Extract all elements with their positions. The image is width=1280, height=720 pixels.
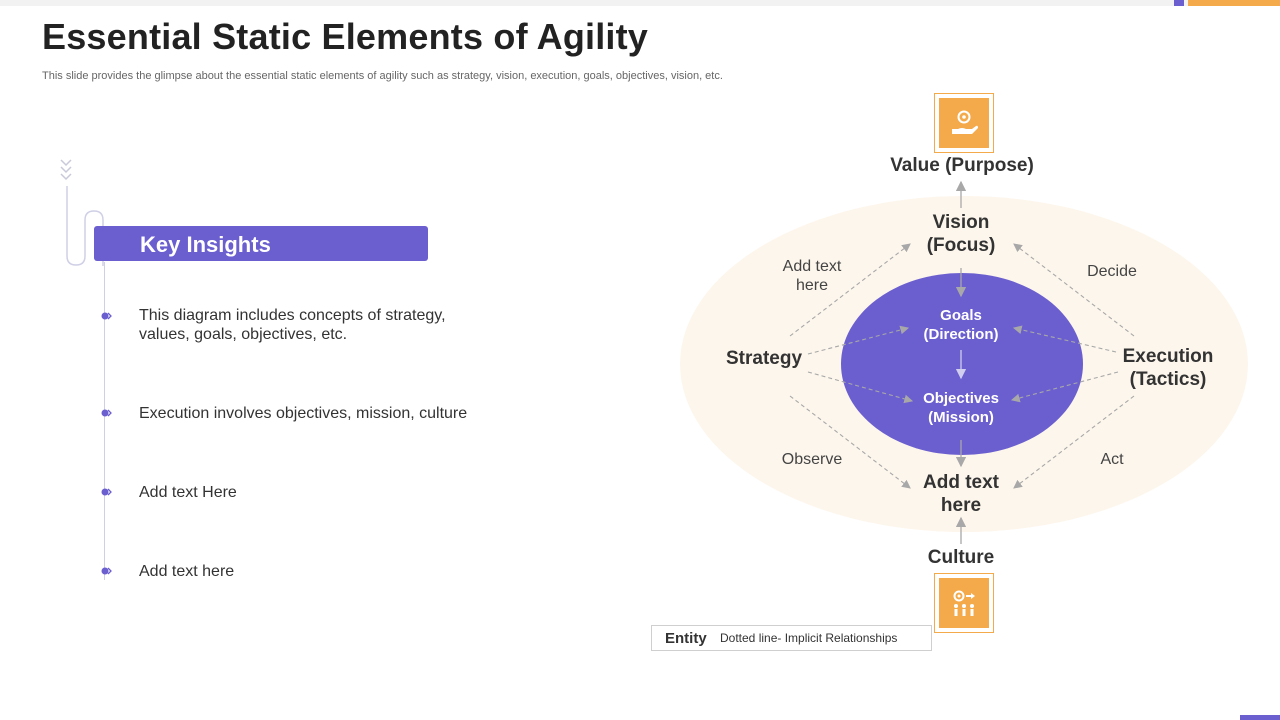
people-gear-icon <box>953 590 975 616</box>
legend: Entity Dotted line- Implicit Relationshi… <box>651 625 932 651</box>
arrow-execution-to-goals <box>1012 325 1117 353</box>
bottom-accent <box>1240 715 1280 720</box>
legend-entity: Entity <box>665 630 707 647</box>
arrow-strategy-to-vision <box>789 243 911 337</box>
hand-coin-icon <box>952 110 978 134</box>
execution-label: Execution (Tactics) <box>1122 346 1214 390</box>
goals-label: Goals (Direction) <box>923 307 999 343</box>
insight-item: Add text here <box>139 563 235 580</box>
chevron-down-icon <box>60 159 72 181</box>
objectives-label: Objectives (Mission) <box>923 390 999 426</box>
arrow-execution-to-bottom <box>1013 395 1135 489</box>
legend-description: Dotted line- Implicit Relationships <box>720 631 898 645</box>
edge-label-decide: Decide <box>1087 263 1137 280</box>
key-insights-title: Key Insights <box>140 232 271 257</box>
edge-label-observe: Observe <box>781 451 843 468</box>
arrow-strategy-to-objectives <box>807 371 914 404</box>
bullet-icon <box>101 409 112 417</box>
inner-ellipse <box>841 273 1083 455</box>
value-purpose-label: Value (Purpose) <box>890 155 1034 176</box>
edge-label-act: Act <box>1100 451 1124 468</box>
top-bar <box>0 0 1280 6</box>
bullet-icon <box>101 567 112 575</box>
top-accent-purple <box>1174 0 1184 6</box>
bottom-node-label: Add text here <box>923 472 999 516</box>
arrow-execution-to-objectives <box>1010 371 1119 403</box>
top-accent-orange <box>1188 0 1280 6</box>
insight-item: This diagram includes concepts of strate… <box>139 307 446 343</box>
arrow-execution-to-vision <box>1013 243 1135 337</box>
insight-item: Add text Here <box>139 484 237 501</box>
strategy-label: Strategy <box>725 348 803 369</box>
timeline-line <box>104 262 105 580</box>
arrow-strategy-to-bottom <box>789 395 911 489</box>
culture-icon-box <box>934 573 994 633</box>
timeline-hook <box>66 186 104 266</box>
bullet-icon <box>101 488 112 496</box>
value-icon-box <box>934 93 994 153</box>
insight-item: Execution involves objectives, mission, … <box>139 405 468 422</box>
key-insights-header: Key Insights <box>94 226 428 261</box>
page-title: Essential Static Elements of Agility <box>42 16 649 57</box>
vision-label: Vision (Focus) <box>926 212 996 256</box>
bullet-icon <box>101 312 112 320</box>
arrow-strategy-to-goals <box>807 325 910 355</box>
culture-label: Culture <box>927 547 995 568</box>
page-subtitle: This slide provides the glimpse about th… <box>42 70 723 82</box>
edge-label-add-text: Add text here <box>782 258 842 294</box>
